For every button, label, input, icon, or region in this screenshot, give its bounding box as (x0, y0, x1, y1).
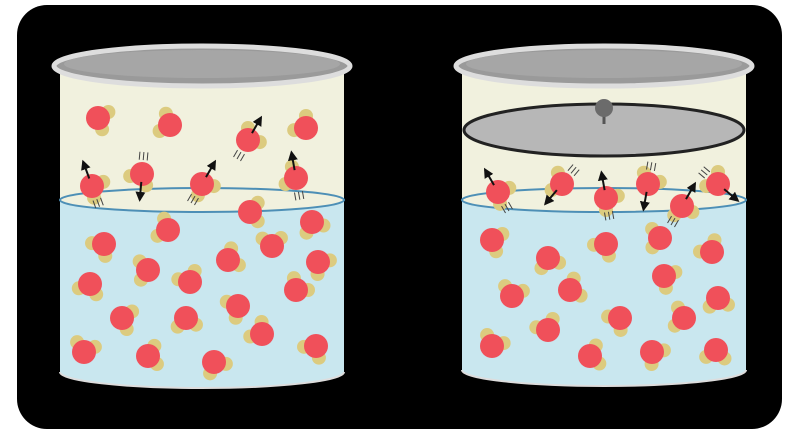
oxygen-atom (706, 286, 730, 310)
oxygen-atom (648, 226, 672, 250)
oxygen-atom (640, 340, 664, 364)
oxygen-atom (110, 306, 134, 330)
oxygen-atom (294, 116, 318, 140)
oxygen-atom (80, 174, 104, 198)
oxygen-atom (704, 338, 728, 362)
oxygen-atom (174, 306, 198, 330)
oxygen-atom (304, 334, 328, 358)
oxygen-atom (594, 232, 618, 256)
beaker-opening (466, 50, 742, 78)
panel-closed-container (456, 46, 752, 386)
oxygen-atom (216, 248, 240, 272)
oxygen-atom (480, 228, 504, 252)
beaker-opening (64, 50, 340, 78)
oxygen-atom (72, 340, 96, 364)
oxygen-atom (480, 334, 504, 358)
oxygen-atom (92, 232, 116, 256)
oxygen-atom (594, 186, 618, 210)
motion-streak (147, 152, 148, 160)
oxygen-atom (306, 250, 330, 274)
oxygen-atom (300, 210, 324, 234)
oxygen-atom (190, 172, 214, 196)
oxygen-atom (136, 258, 160, 282)
oxygen-atom (284, 166, 308, 190)
oxygen-atom (700, 240, 724, 264)
oxygen-atom (86, 106, 110, 130)
oxygen-atom (536, 246, 560, 270)
oxygen-atom (558, 278, 582, 302)
oxygen-atom (636, 172, 660, 196)
oxygen-atom (670, 194, 694, 218)
oxygen-atom (178, 270, 202, 294)
motion-streak (139, 152, 140, 160)
oxygen-atom (78, 272, 102, 296)
oxygen-atom (550, 172, 574, 196)
oxygen-atom (500, 284, 524, 308)
motion-streak (143, 152, 144, 160)
oxygen-atom (284, 278, 308, 302)
oxygen-atom (250, 322, 274, 346)
oxygen-atom (486, 180, 510, 204)
oxygen-atom (608, 306, 632, 330)
oxygen-atom (672, 306, 696, 330)
oxygen-atom (578, 344, 602, 368)
panel-open-container (54, 46, 350, 388)
oxygen-atom (260, 234, 284, 258)
piston-knob (595, 99, 613, 117)
oxygen-atom (156, 218, 180, 242)
oxygen-atom (136, 344, 160, 368)
oxygen-atom (652, 264, 676, 288)
oxygen-atom (238, 200, 262, 224)
oxygen-atom (202, 350, 226, 374)
oxygen-atom (158, 113, 182, 137)
oxygen-atom (226, 294, 250, 318)
oxygen-atom (706, 172, 730, 196)
oxygen-atom (236, 128, 260, 152)
oxygen-atom (536, 318, 560, 342)
